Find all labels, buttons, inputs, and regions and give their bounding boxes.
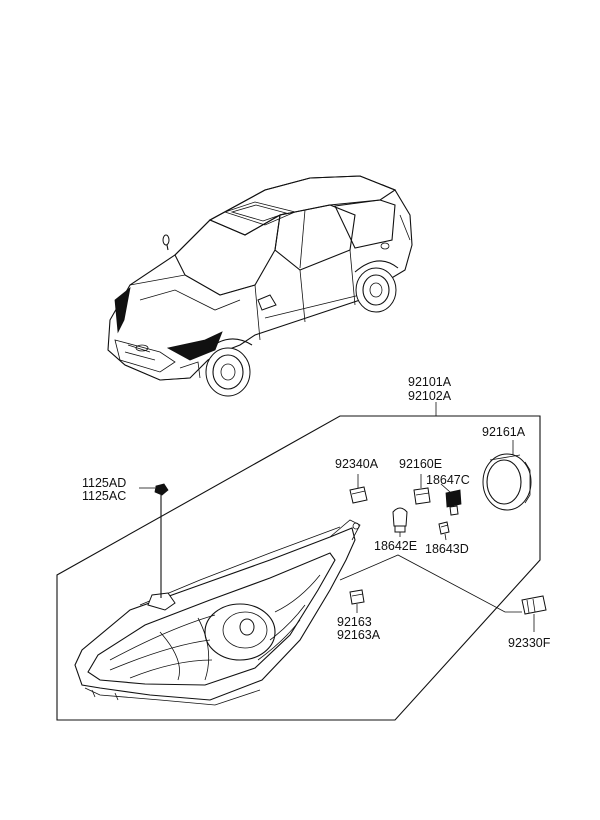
bulb-18643d <box>438 521 450 541</box>
label-18642e: 18642E <box>374 539 417 553</box>
assembly-outline <box>56 415 541 721</box>
bulb-18642e <box>392 507 408 537</box>
label-18647c: 18647C <box>426 473 470 487</box>
label-92330f: 92330F <box>508 636 551 650</box>
socket-92163 <box>349 589 365 613</box>
label-assembly-rh: 92102A <box>408 389 452 403</box>
bulb-92160e <box>413 474 431 505</box>
connector-92330f <box>521 595 547 632</box>
screw-part <box>139 483 169 598</box>
label-92340a: 92340A <box>335 457 379 471</box>
label-92163: 92163 <box>337 615 372 629</box>
bulb-18647c <box>440 483 462 516</box>
label-92163a: 92163A <box>337 628 381 642</box>
headlamp-assembly <box>74 519 361 706</box>
label-92160e: 92160E <box>399 457 442 471</box>
label-assembly-lh: 92101A <box>408 375 452 389</box>
cap-92161a <box>482 440 532 511</box>
car-illustration <box>107 175 413 397</box>
socket-92340a <box>349 474 368 504</box>
label-screw-b: 1125AC <box>82 489 126 503</box>
label-18643d: 18643D <box>425 542 469 556</box>
label-92161a: 92161A <box>482 425 526 439</box>
leader-connector <box>339 554 522 613</box>
label-screw-a: 1125AD <box>82 476 126 490</box>
